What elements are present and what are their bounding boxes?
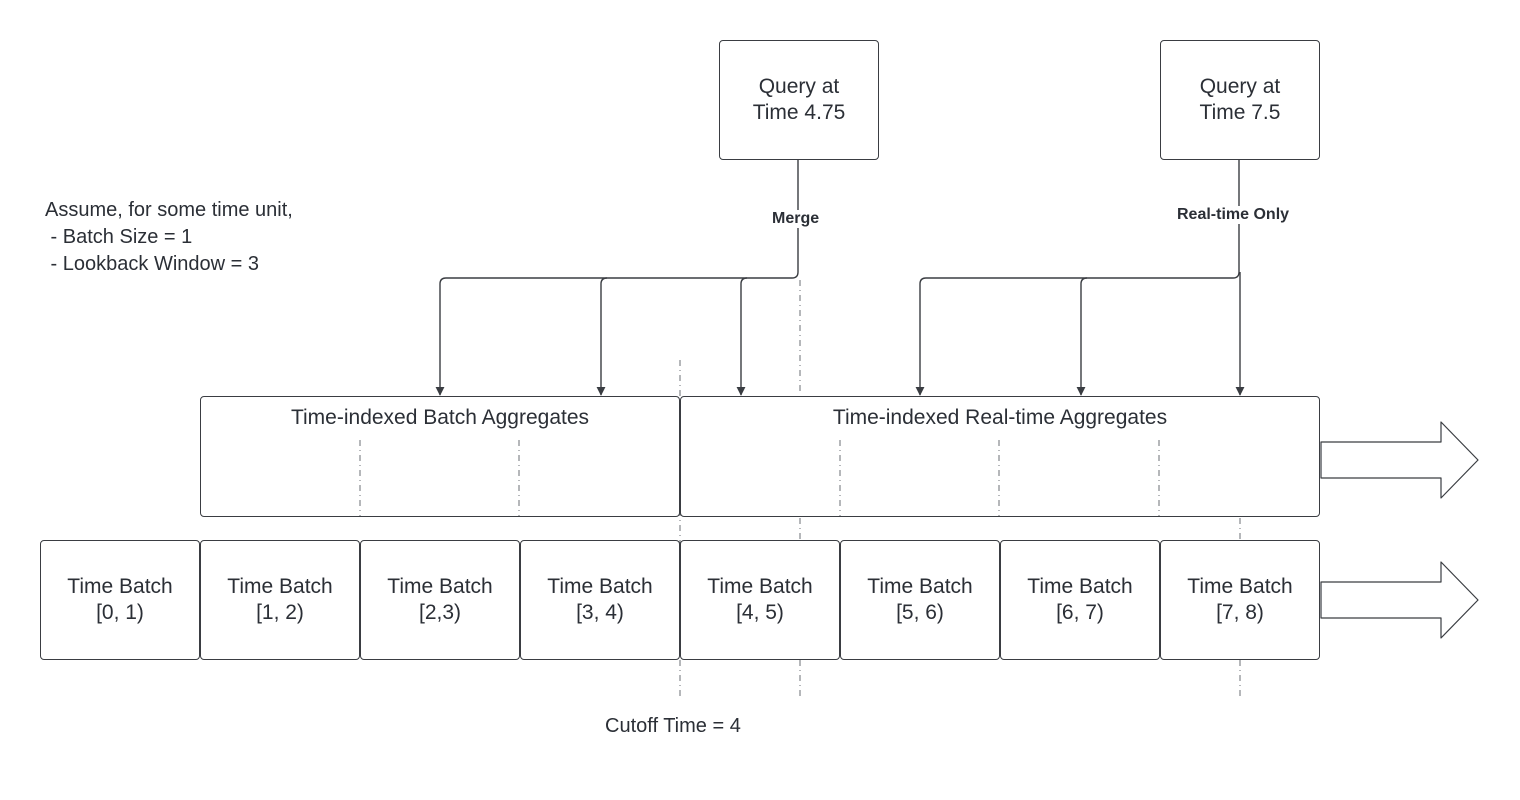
time-markers — [359, 280, 1241, 700]
assumptions-note: Assume, for some time unit, - Batch Size… — [45, 197, 293, 278]
time-batch-range: [3, 4) — [576, 601, 624, 624]
merge-arrow-2 — [601, 277, 607, 395]
time-batch-label: Time Batch — [707, 575, 813, 598]
time-batch-label: Time Batch — [227, 575, 333, 598]
merge-arrow-3 — [741, 277, 747, 395]
batch-aggregates-title: Time-indexed Batch Aggregates — [290, 406, 590, 429]
aggregates-continue-arrow-icon — [1320, 421, 1479, 499]
query-box-line-1: Query at — [1199, 75, 1281, 98]
query-box-line-2: Time 4.75 — [752, 101, 846, 124]
query-box-line-1: Query at — [758, 75, 840, 98]
time-batch-4[interactable]: Time Batch [4, 5) — [680, 540, 840, 660]
time-batch-1[interactable]: Time Batch [1, 2) — [200, 540, 360, 660]
realtime-aggregates-box[interactable]: Time-indexed Real-time Aggregates — [680, 396, 1320, 517]
time-batch-range: [0, 1) — [96, 601, 144, 624]
time-batch-label: Time Batch — [1187, 575, 1293, 598]
time-batch-6[interactable]: Time Batch [6, 7) — [1000, 540, 1160, 660]
time-batch-range: [7, 8) — [1216, 601, 1264, 624]
assumptions-line-1: Assume, for some time unit, — [45, 199, 293, 221]
query-box-time-4-75[interactable]: Query at Time 4.75 — [719, 40, 879, 160]
time-batch-range: [1, 2) — [256, 601, 304, 624]
assumptions-line-3: - Lookback Window = 3 — [45, 253, 259, 275]
realtime-aggregates-title: Time-indexed Real-time Aggregates — [832, 406, 1168, 429]
merge-edge-label: Merge — [770, 210, 822, 228]
time-batch-3[interactable]: Time Batch [3, 4) — [520, 540, 680, 660]
time-batch-range: [5, 6) — [896, 601, 944, 624]
time-batch-2[interactable]: Time Batch [2,3) — [360, 540, 520, 660]
time-batch-range: [4, 5) — [736, 601, 784, 624]
realtime-arrow-1 — [915, 160, 1240, 396]
time-batch-label: Time Batch — [1027, 575, 1133, 598]
batch-aggregates-box[interactable]: Time-indexed Batch Aggregates — [200, 396, 680, 517]
time-batch-0[interactable]: Time Batch [0, 1) — [40, 540, 200, 660]
batches-continue-arrow-icon — [1320, 561, 1479, 639]
time-batch-range: [6, 7) — [1056, 601, 1104, 624]
time-batch-range: [2,3) — [418, 601, 462, 624]
cutoff-time-label: Cutoff Time = 4 — [605, 715, 741, 737]
time-batch-label: Time Batch — [867, 575, 973, 598]
realtime-connectors — [915, 160, 1245, 396]
time-batch-7[interactable]: Time Batch [7, 8) — [1160, 540, 1320, 660]
query-box-line-2: Time 7.5 — [1199, 101, 1281, 124]
realtime-only-edge-label: Real-time Only — [1175, 206, 1292, 224]
time-batch-label: Time Batch — [67, 575, 173, 598]
merge-arrow-1 — [435, 160, 799, 396]
time-batch-label: Time Batch — [387, 575, 493, 598]
assumptions-line-2: - Batch Size = 1 — [45, 226, 193, 248]
merge-connectors — [435, 160, 799, 396]
realtime-arrow-2 — [1081, 277, 1087, 395]
time-batch-5[interactable]: Time Batch [5, 6) — [840, 540, 1000, 660]
query-box-time-7-5[interactable]: Query at Time 7.5 — [1160, 40, 1320, 160]
time-batch-label: Time Batch — [547, 575, 653, 598]
